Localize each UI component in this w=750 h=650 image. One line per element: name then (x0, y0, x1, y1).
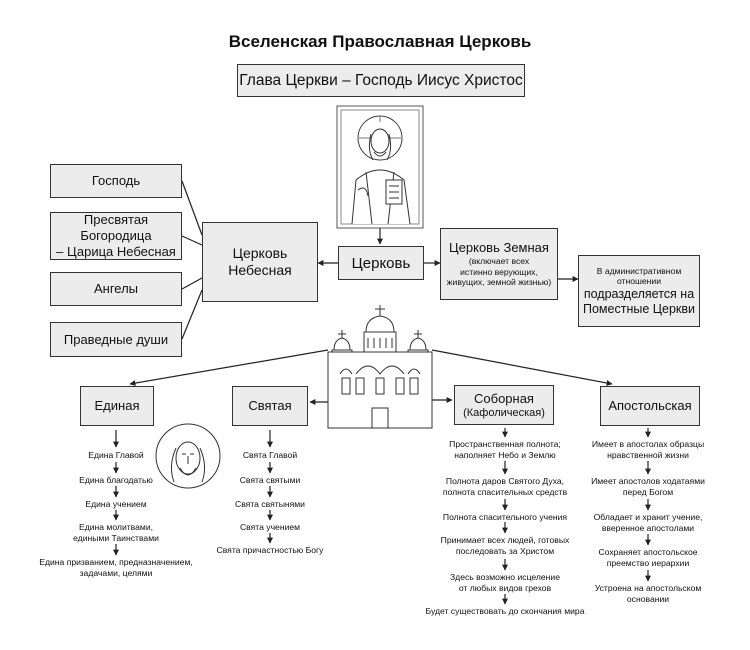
catholic-item: Здесь возможно исцеление (449, 572, 561, 582)
attribute-holy-box: Святая (232, 386, 308, 426)
attribute-catholic-sub: (Кафолическая) (463, 406, 545, 419)
apostolic-item: вверенное апостолами (601, 523, 695, 533)
local-churches-text: отношении (616, 276, 662, 286)
christ-icon-image (336, 105, 424, 229)
holy-item: Свята учением (239, 522, 301, 532)
local-churches-text: Поместные Церкви (582, 301, 695, 316)
attribute-catholic-box: Соборная (Кафолическая) (454, 385, 554, 425)
earthly-church-note: истинно верующих, (460, 266, 538, 277)
apostolic-item: основании (626, 594, 670, 604)
apostolic-item: нравственной жизни (607, 450, 689, 460)
one-item: Едина Главой (88, 450, 144, 460)
holy-item: Свята святынями (235, 499, 305, 509)
christ-face-image (155, 423, 221, 489)
one-item: едиными Таинствами (73, 533, 159, 543)
heavenly-item-text: – Царица Небесная (56, 244, 176, 259)
catholic-item: наполняет Небо и Землю (454, 450, 556, 460)
catholic-item: Полнота спасительного учения (442, 512, 568, 522)
catholic-item: полнота спасительных средств (442, 487, 568, 497)
heavenly-item-text: Господь (91, 173, 141, 188)
one-item: Едина молитвами, (78, 522, 154, 532)
church-box: Церковь (338, 246, 424, 280)
heavenly-church-title: Церковь (232, 245, 288, 261)
heavenly-item-text: Ангелы (93, 281, 139, 296)
head-of-church-text: Глава Церкви – Господь Иисус Христос (239, 71, 523, 89)
head-of-church-box: Глава Церкви – Господь Иисус Христос (237, 64, 525, 97)
attribute-one-label: Единая (94, 398, 140, 413)
catholic-item: Пространственная полнота; (449, 439, 561, 449)
heavenly-item-theotokos: Пресвятая Богородица – Царица Небесная (50, 212, 182, 260)
page-title: Вселенская Православная Церковь (228, 32, 532, 51)
apostolic-item: Устроена на апостольском (594, 583, 702, 593)
apostolic-item: перед Богом (622, 487, 674, 497)
attribute-apostolic-label: Апостольская (608, 398, 692, 413)
heavenly-item-angels: Ангелы (50, 272, 182, 306)
one-item: Едина учением (85, 499, 147, 509)
attribute-catholic-label: Соборная (474, 390, 534, 406)
apostolic-item: преемство иерархии (606, 558, 690, 568)
catholic-item: от любых видов грехов (458, 583, 552, 593)
earthly-church-note: (включает всех (468, 256, 530, 267)
local-churches-text: подразделяется на (583, 286, 695, 301)
local-churches-box: В административном отношении подразделяе… (578, 255, 700, 327)
catholic-item: Будет существовать до скончания мира (425, 606, 585, 616)
attribute-apostolic-box: Апостольская (600, 386, 700, 426)
apostolic-item: Сохраняет апостольское (598, 547, 698, 557)
cathedral-image (327, 305, 433, 429)
apostolic-item: Обладает и хранит учение, (593, 512, 703, 522)
heavenly-church-box: Церковь Небесная (202, 222, 318, 302)
earthly-church-box: Церковь Земная (включает всех истинно ве… (440, 228, 558, 300)
holy-item: Свята причастностью Богу (216, 545, 324, 555)
heavenly-item-text: Праведные души (63, 331, 169, 347)
holy-item: Свята Главой (242, 450, 298, 460)
holy-item: Свята святыми (239, 475, 301, 485)
catholic-item: Принимает всех людей, готовых (440, 535, 570, 545)
heavenly-item-text: Пресвятая Богородица (80, 212, 152, 243)
heavenly-church-title: Небесная (228, 262, 292, 278)
apostolic-item: Имеет апостолов ходатаями (591, 476, 705, 486)
earthly-church-title: Церковь Земная (449, 240, 549, 256)
one-item: задачами, целями (79, 568, 153, 578)
heavenly-item-righteous: Праведные души (50, 322, 182, 357)
local-churches-text: В административном (596, 265, 682, 276)
catholic-item: Полнота даров Святого Духа, (445, 476, 565, 486)
heavenly-item-lord: Господь (50, 164, 182, 198)
catholic-item: последовать за Христом (455, 546, 555, 556)
one-item: Едина благодатью (79, 475, 153, 485)
church-text: Церковь (351, 254, 411, 272)
earthly-church-note: живущих, земной жизнью) (446, 277, 552, 288)
attribute-one-box: Единая (80, 386, 154, 426)
attribute-holy-label: Святая (248, 398, 292, 413)
apostolic-item: Имеет в апостолах образцы (591, 439, 705, 449)
one-item: Едина призванием, предназначением, (39, 557, 193, 567)
